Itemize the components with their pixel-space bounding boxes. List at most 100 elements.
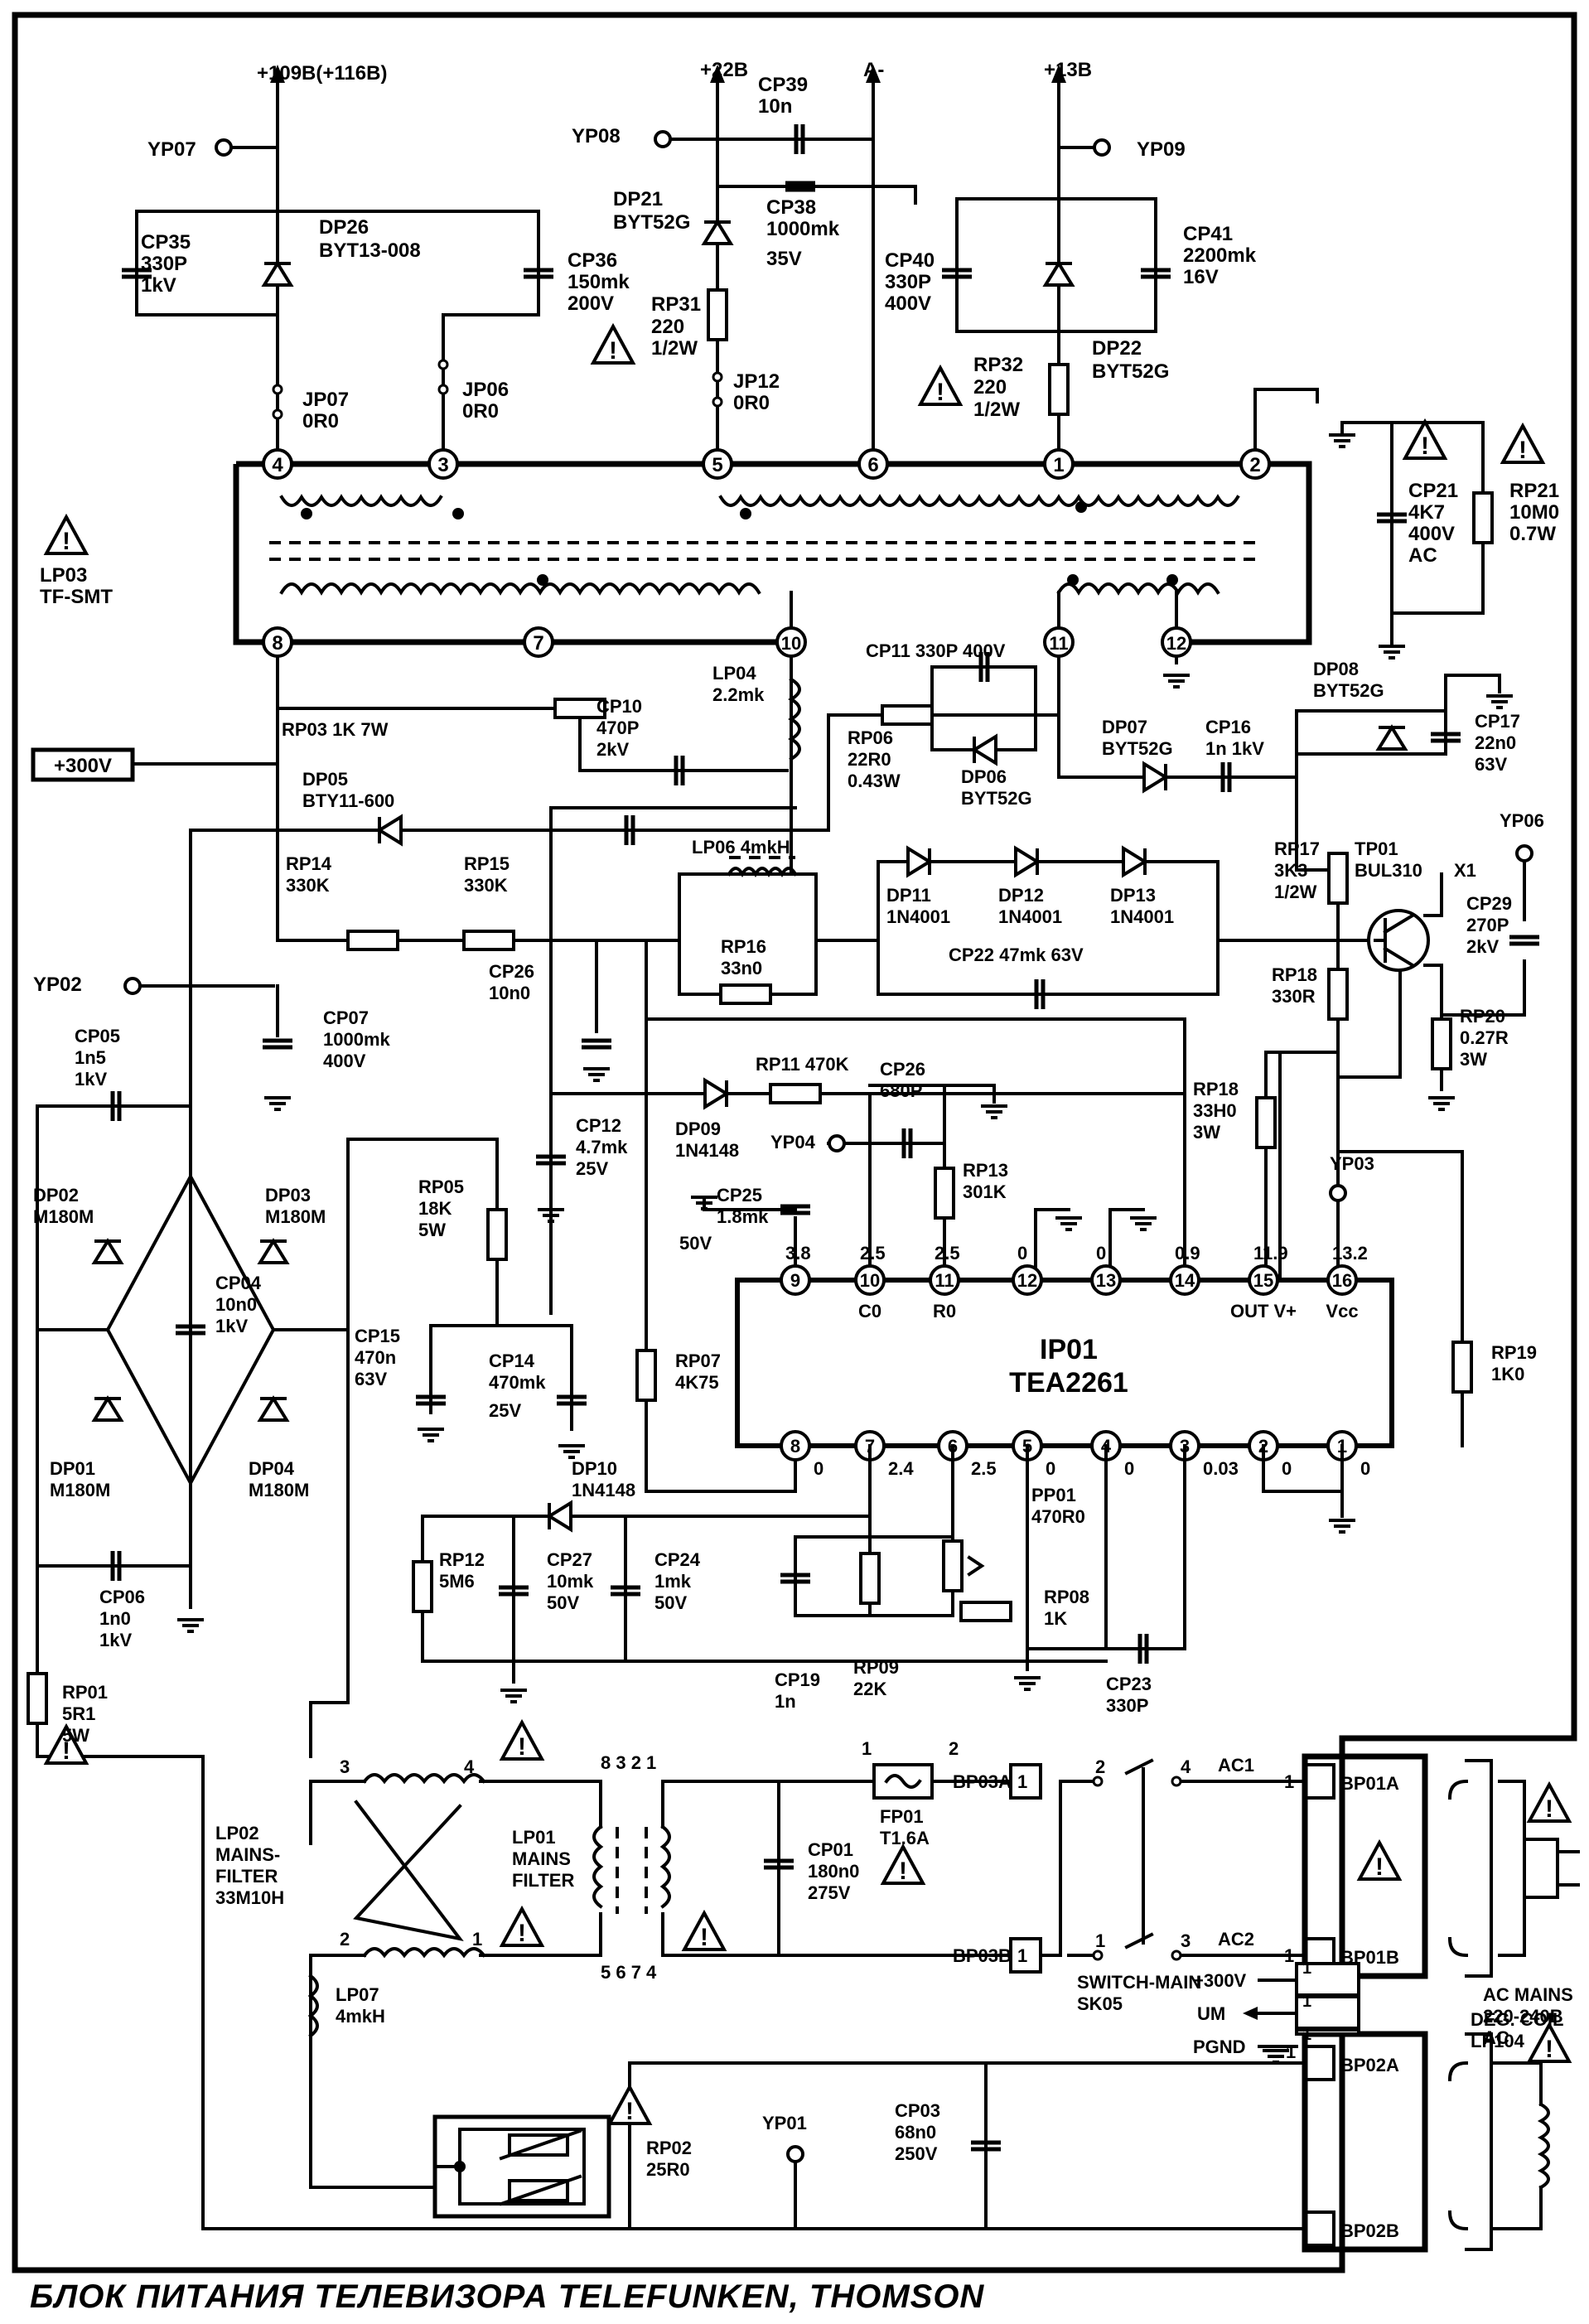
ic-pin-voltage: 0.9 [1175, 1243, 1200, 1263]
tpin-12: 12 [1166, 633, 1186, 654]
warning-icon [608, 2085, 651, 2127]
lp01-pins-top: 8 3 2 1 [601, 1752, 656, 1773]
ac2-label: AC2 [1218, 1929, 1254, 1950]
ic-pin-voltage: 0.03 [1203, 1458, 1239, 1479]
yp07-label: YP07 [147, 138, 196, 161]
warning-icon [1528, 1783, 1571, 1824]
svg-text:1: 1 [472, 1929, 482, 1950]
svg-text:1: 1 [1286, 2041, 1296, 2062]
ic-pin-voltage: 2.5 [935, 1243, 960, 1263]
mains-wiring [201, 1758, 1550, 2230]
transformer-pins: 4 3 5 6 1 2 8 7 10 11 12 [262, 448, 1271, 658]
tpin-1: 1 [1053, 454, 1064, 476]
svg-text:1: 1 [1284, 1771, 1294, 1792]
ic-pin-voltage: 0 [814, 1458, 823, 1479]
conn-pgnd: PGND [1193, 2037, 1246, 2057]
ic-pin-label: C0 [858, 1301, 881, 1321]
output-rails [135, 65, 1485, 615]
rail-a-minus: А- [863, 59, 884, 81]
ic-pin-label: Vcc [1326, 1301, 1358, 1321]
ic-pin [780, 1264, 811, 1296]
rp11-label: RP11 470K [756, 1054, 849, 1075]
ic-pin-voltage: 0 [1046, 1458, 1055, 1479]
warning-icon [592, 325, 635, 366]
ic-pin [854, 1264, 886, 1296]
ic-part: TEA2261 [1009, 1367, 1128, 1399]
rail-109v: +109В(+116В) [257, 62, 387, 85]
conn-um: UM [1197, 2003, 1225, 2024]
ic-pin-number: 15 [1253, 1270, 1273, 1291]
svg-text:1: 1 [1017, 1771, 1027, 1792]
svg-text:2: 2 [1095, 1756, 1105, 1777]
rp03-label: RP03 1K 7W [282, 719, 389, 740]
ic-pin-number: 11 [935, 1270, 954, 1291]
ic-pin [1090, 1264, 1122, 1296]
ic-pin-number: 14 [1175, 1270, 1195, 1291]
tpin-7: 7 [533, 632, 543, 655]
yp04-label: YP04 [770, 1132, 816, 1152]
warning-icon [500, 1721, 543, 1762]
ic-pin-voltage: 13.2 [1332, 1243, 1368, 1263]
v300-label: +300V [54, 755, 112, 777]
ic-pin-number: 16 [1332, 1270, 1352, 1291]
tpin-3: 3 [437, 454, 448, 476]
rail-22v: +22В [700, 59, 748, 81]
cp22-label: CP22 47mk 63V [949, 945, 1084, 965]
mains-components [45, 1721, 1580, 2253]
svg-text:2: 2 [340, 1929, 350, 1950]
v300-input-box [31, 747, 135, 782]
bp01a-label: BP01A [1340, 1773, 1399, 1794]
tpin-4: 4 [272, 454, 283, 476]
svg-text:1: 1 [1302, 1959, 1311, 1978]
yp03-label: YP03 [1330, 1153, 1374, 1174]
diagram-caption: БЛОК ПИТАНИЯ ТЕЛЕВИЗОРА TELEFUNKEN, THOM… [30, 2278, 985, 2315]
svg-text:1: 1 [1302, 1993, 1311, 2011]
warning-icon [45, 515, 88, 557]
svg-text:4: 4 [1181, 1756, 1191, 1777]
svg-text:2: 2 [949, 1738, 959, 1759]
board-outline [12, 12, 1577, 2273]
ic-pin-number: 13 [1096, 1270, 1116, 1291]
bp03b-label: BP03B [953, 1945, 1012, 1966]
tpin-10: 10 [781, 633, 801, 654]
svg-text:1: 1 [1284, 1945, 1294, 1966]
ic-pin [1326, 1264, 1358, 1296]
plug-icon [1523, 1838, 1559, 1899]
yp02-label: YP02 [33, 974, 82, 996]
svg-text:1: 1 [1095, 1930, 1105, 1951]
